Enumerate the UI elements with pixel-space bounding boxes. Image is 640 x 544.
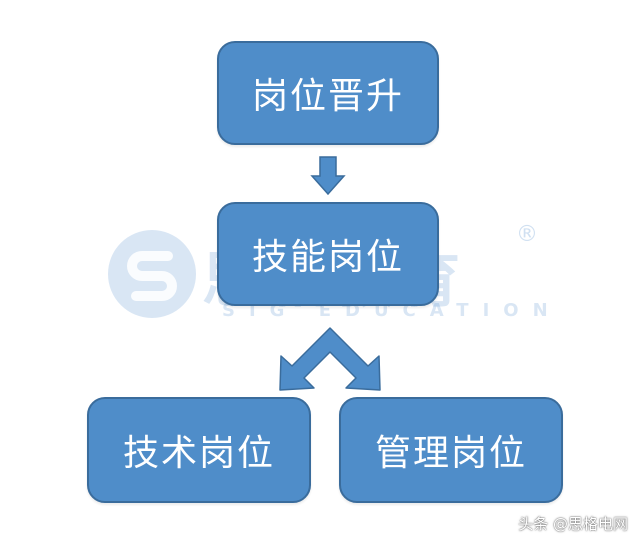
node-label: 技能岗位 [251,237,404,278]
node-technical-position: 技术岗位 [87,397,311,503]
split-arrow-icon [279,327,381,391]
node-management-position: 管理岗位 [339,397,563,503]
node-skill-position: 技能岗位 [217,202,439,306]
arrow-down-icon [310,156,346,196]
node-label: 岗位晋升 [251,76,404,117]
node-label: 技术岗位 [122,433,275,474]
registered-mark: ® [516,222,538,247]
node-label: 管理岗位 [374,433,527,474]
node-job-promotion: 岗位晋升 [217,41,439,145]
sig-logo-icon [108,230,196,318]
source-credit: 头条 @思格电网 [518,515,628,533]
